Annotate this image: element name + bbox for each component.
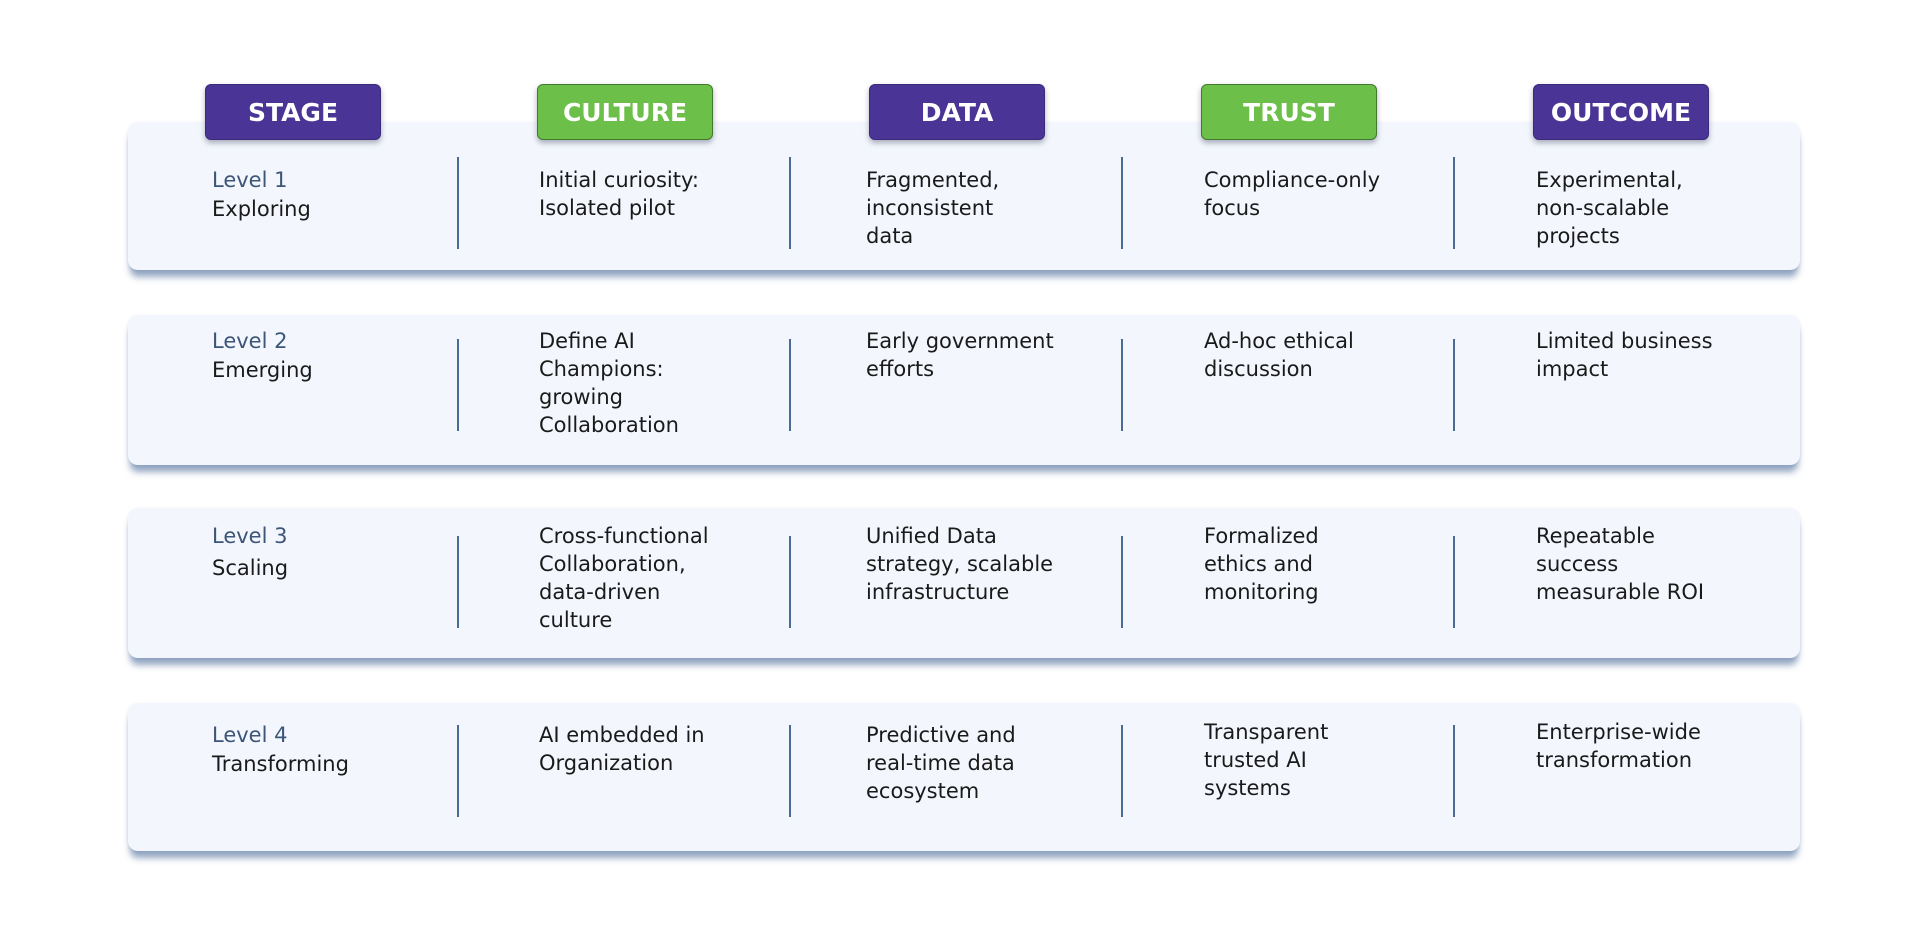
row-level-2: Level 2 Emerging Define AI Champions: gr… <box>128 315 1800 465</box>
trust-cell: Ad-hoc ethical discussion <box>1204 329 1354 381</box>
row-level-1: Level 1 Exploring Initial curiosity: Iso… <box>128 122 1800 270</box>
column-divider <box>457 725 459 817</box>
stage-name: Scaling <box>212 556 289 580</box>
data-cell: Predictive and real-time data ecosystem <box>866 723 1016 803</box>
data-cell: Fragmented, inconsistent data <box>866 168 1000 248</box>
culture-cell: Initial curiosity: Isolated pilot <box>539 168 699 220</box>
level-label: Level 1 <box>212 168 288 192</box>
outcome-cell: Repeatable success measurable ROI <box>1536 524 1705 604</box>
header-data: DATA <box>869 84 1045 140</box>
header-trust: TRUST <box>1201 84 1377 140</box>
stage-name: Emerging <box>212 358 313 382</box>
stage-cell: Level 4 Transforming <box>212 721 349 778</box>
stage-cell: Level 3 Scaling <box>212 522 288 582</box>
column-divider <box>1121 339 1123 431</box>
outcome-cell: Limited business impact <box>1536 329 1713 381</box>
column-divider <box>1453 725 1455 817</box>
column-divider <box>789 339 791 431</box>
trust-cell: Compliance-only focus <box>1204 168 1380 220</box>
stage-name: Exploring <box>212 197 311 221</box>
column-divider <box>1121 157 1123 249</box>
row-level-3: Level 3 Scaling Cross-functional Collabo… <box>128 508 1800 658</box>
stage-cell: Level 1 Exploring <box>212 166 311 223</box>
column-divider <box>789 725 791 817</box>
data-cell: Early government efforts <box>866 329 1054 381</box>
culture-cell: AI embedded in Organization <box>539 723 705 775</box>
culture-cell: Define AI Champions: growing Collaborati… <box>539 329 679 437</box>
outcome-cell: Enterprise-wide transformation <box>1536 720 1701 772</box>
column-divider <box>1453 339 1455 431</box>
column-divider <box>457 157 459 249</box>
header-stage: STAGE <box>205 84 381 140</box>
column-divider <box>1121 536 1123 628</box>
trust-cell: Transparent trusted AI systems <box>1204 720 1329 800</box>
stage-name: Transforming <box>212 752 349 776</box>
outcome-cell: Experimental, non-scalable projects <box>1536 168 1683 248</box>
column-divider <box>1121 725 1123 817</box>
level-label: Level 2 <box>212 329 288 353</box>
header-outcome: OUTCOME <box>1533 84 1709 140</box>
header-culture: CULTURE <box>537 84 713 140</box>
row-level-4: Level 4 Transforming AI embedded in Orga… <box>128 703 1800 851</box>
trust-cell: Formalized ethics and monitoring <box>1204 524 1319 604</box>
culture-cell: Cross-functional Collaboration, data-dri… <box>539 524 709 632</box>
data-cell: Unified Data strategy, scalable infrastr… <box>866 524 1054 604</box>
level-label: Level 4 <box>212 723 288 747</box>
column-divider <box>457 536 459 628</box>
level-label: Level 3 <box>212 524 288 548</box>
column-divider <box>457 339 459 431</box>
column-divider <box>1453 157 1455 249</box>
column-divider <box>1453 536 1455 628</box>
column-divider <box>789 536 791 628</box>
stage-cell: Level 2 Emerging <box>212 327 313 384</box>
column-divider <box>789 157 791 249</box>
